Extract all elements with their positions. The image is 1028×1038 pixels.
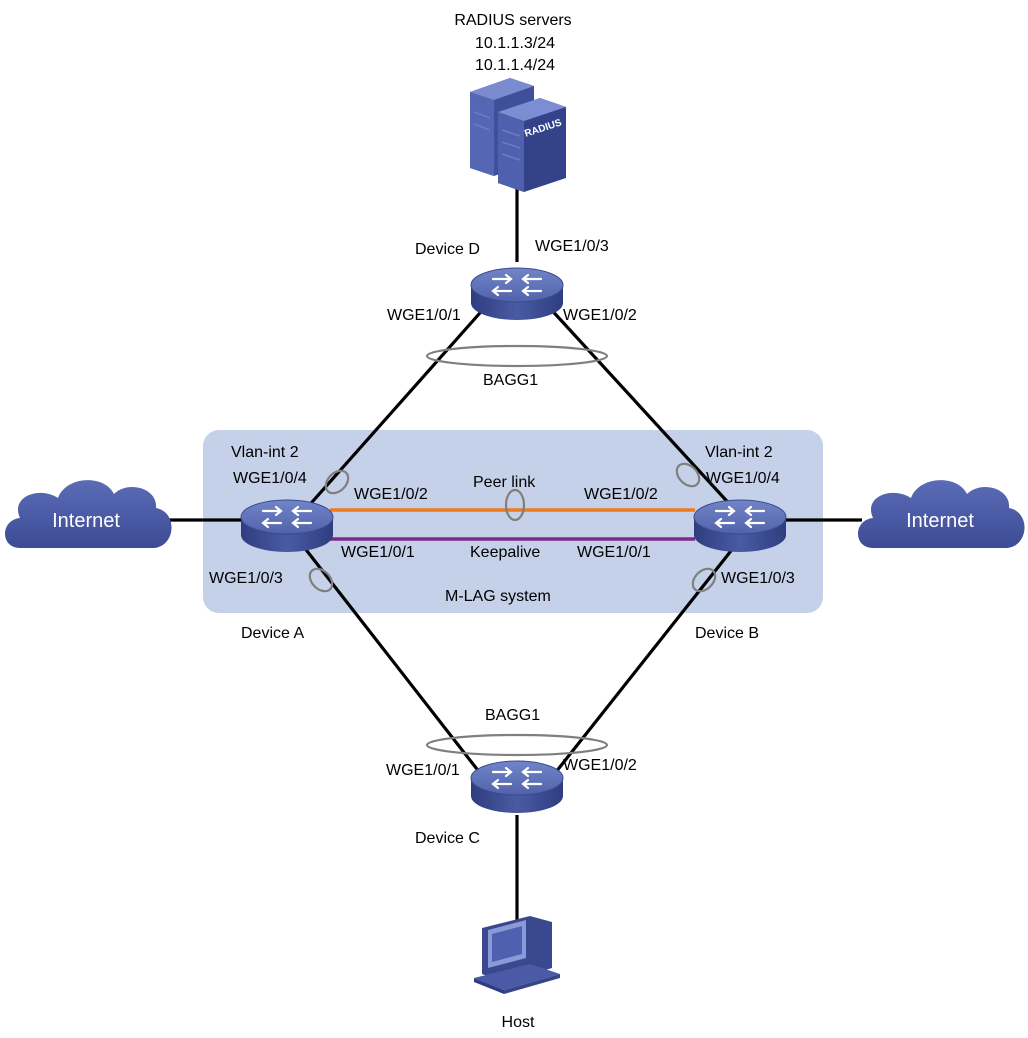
device-a-port-3: WGE1/0/3 [209,570,283,587]
device-d-switch-icon[interactable] [469,266,565,322]
device-d-port-3: WGE1/0/3 [535,238,609,255]
cloud-left-label: Internet [52,510,120,532]
device-a-port-2: WGE1/0/2 [354,486,428,503]
mlag-system-label: M-LAG system [445,588,551,605]
device-c-switch-icon[interactable] [469,759,565,815]
device-b-port-1: WGE1/0/1 [577,544,651,561]
device-d-bagg: BAGG1 [483,372,538,389]
link-d-b [545,303,737,512]
computer-icon [474,916,560,994]
servers-title: RADIUS servers [454,12,571,29]
bagg-ring-d [425,344,609,368]
device-b-port-3: WGE1/0/3 [721,570,795,587]
cloud-right-icon [858,480,1025,548]
device-a-port-1: WGE1/0/1 [341,544,415,561]
server-ip-1: 10.1.1.3/24 [475,35,555,52]
device-b-name: Device B [695,625,759,642]
device-c-port-2: WGE1/0/2 [563,757,637,774]
ring-b-p4 [675,462,701,488]
peer-link-label: Peer link [473,474,536,491]
device-a-name: Device A [241,625,304,642]
ring-a-p4 [324,469,350,495]
link-b-c [546,541,740,783]
device-d-port-2: WGE1/0/2 [563,307,637,324]
device-a-switch-icon[interactable] [239,498,335,554]
device-a-vlan: Vlan-int 2 [231,444,299,461]
server-ip-2: 10.1.1.4/24 [475,57,555,74]
cloud-right-label: Internet [906,510,974,532]
mlag-system-area [203,430,823,613]
device-c-bagg: BAGG1 [485,707,540,724]
ring-b-p3 [691,567,717,593]
link-d-a [303,303,489,512]
server-icon: RADIUS [470,78,566,192]
ring-peer-link [504,488,526,522]
ring-a-p3 [308,567,334,593]
device-b-switch-icon[interactable] [692,498,788,554]
device-c-port-1: WGE1/0/1 [386,762,460,779]
device-d-port-1: WGE1/0/1 [387,307,461,324]
device-b-vlan: Vlan-int 2 [705,444,773,461]
keepalive-label: Keepalive [470,544,540,561]
cloud-left-icon [5,480,172,548]
device-c-name: Device C [415,830,480,847]
device-b-port-2: WGE1/0/2 [584,486,658,503]
device-a-port-4: WGE1/0/4 [233,470,307,487]
device-d-name: Device D [415,241,480,258]
device-b-port-4: WGE1/0/4 [706,470,780,487]
host-label: Host [502,1014,535,1031]
bagg-ring-c [425,733,609,757]
